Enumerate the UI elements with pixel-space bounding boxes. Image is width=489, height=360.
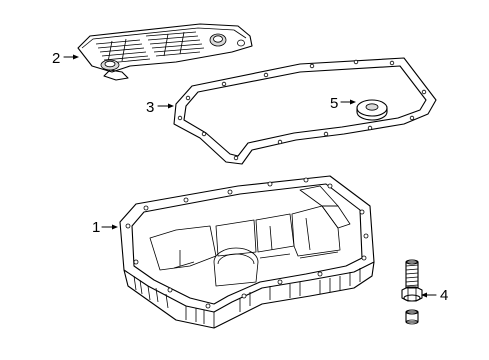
filter-part[interactable] [77,23,253,81]
pan-ribs [133,268,361,324]
plug-gasket-part[interactable] [356,99,388,121]
callout-2-label: 2 [52,50,60,67]
callout-3-label: 3 [146,99,154,116]
gasket-bolt-holes [177,59,427,161]
callout-4: 4 [421,287,448,304]
callout-5-label: 5 [330,95,338,112]
callout-2: 2 [52,50,79,67]
callout-1: 1 [92,219,118,236]
pan-bolt-holes [125,177,369,309]
callout-3: 3 [146,99,174,116]
callout-5: 5 [330,95,356,112]
filter-slots [95,31,205,64]
gasket-part[interactable] [173,57,437,165]
oil-pan-part[interactable] [119,175,375,329]
drain-plug-part[interactable] [401,259,423,325]
callout-1-label: 1 [92,219,100,236]
callout-4-label: 4 [440,287,448,304]
